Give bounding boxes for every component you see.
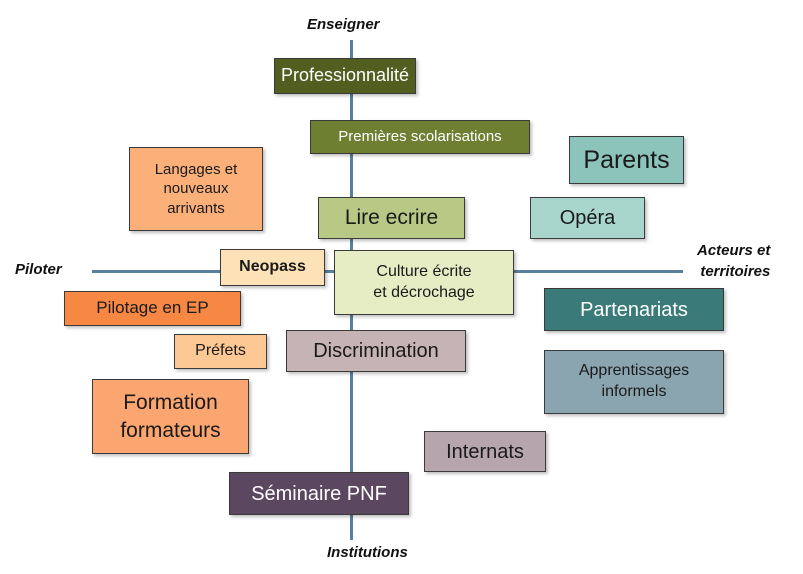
box-pilotage: Pilotage en EP: [64, 291, 241, 326]
box-internats: Internats: [424, 431, 546, 472]
box-premieres-scolarisations: Premières scolarisations: [310, 120, 530, 154]
box-culture: Culture écrite et décrochage: [334, 250, 514, 315]
box-prefets: Préfets: [174, 334, 267, 369]
box-partenariats: Partenariats: [544, 288, 724, 331]
box-professionnalite: Professionnalité: [274, 58, 416, 94]
box-formation: Formation formateurs: [92, 379, 249, 454]
axis-label-bottom: Institutions: [327, 544, 408, 561]
axis-label-top: Enseigner: [307, 16, 380, 33]
box-lire-ecrire: Lire ecrire: [318, 197, 465, 239]
box-parents: Parents: [569, 136, 684, 184]
box-opera: Opéra: [530, 197, 645, 239]
box-apprentissages: Apprentissages informels: [544, 350, 724, 414]
box-discrimination: Discrimination: [286, 330, 466, 372]
box-seminaire: Séminaire PNF: [229, 472, 409, 515]
axis-label-right: Acteurs et territoires: [697, 242, 771, 280]
axis-label-left: Piloter: [15, 261, 62, 278]
box-neopass: Neopass: [220, 249, 325, 286]
box-langages: Langages et nouveaux arrivants: [129, 147, 263, 231]
